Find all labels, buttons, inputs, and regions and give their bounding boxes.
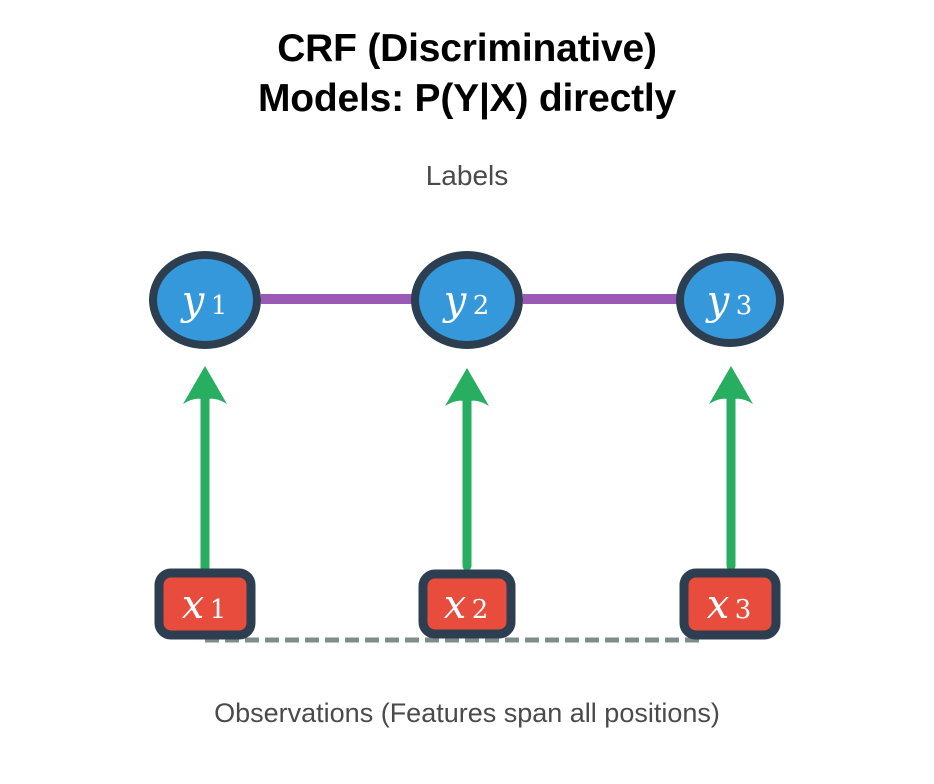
title-line-1: CRF (Discriminative) [277,27,657,70]
observation-node-x3-sub: 3 [735,595,752,625]
label-node-y2[interactable]: y 2 [411,251,523,349]
observation-node-x2-var: x [444,582,467,628]
feature-arrows [183,366,753,573]
feature-arrow-x1-y1 [183,366,227,573]
label-node-y1[interactable]: y 1 [149,251,261,349]
page-title: CRF (Discriminative) Models: P(Y|X) dire… [0,24,934,124]
label-node-y3[interactable]: y 3 [676,253,784,347]
label-node-y1-sub: 1 [211,291,228,321]
observation-node-x3[interactable]: x 3 [679,568,781,640]
observation-node-x2-sub: 2 [472,595,489,625]
label-node-y3-sub: 3 [736,291,753,321]
observation-node-x3-var: x [707,582,730,628]
observations-caption: Observations (Features span all position… [214,698,720,728]
feature-arrow-x2-y2 [445,368,489,571]
labels-caption: Labels [425,160,509,191]
observation-node-x1-sub: 1 [210,595,227,625]
feature-arrow-x3-y3 [709,366,753,571]
observation-node-x1[interactable]: x 1 [154,568,256,640]
label-node-y1-var: y [180,278,206,324]
observation-node-x1-var: x [182,582,205,628]
label-node-y3-var: y [705,278,731,324]
label-node-y2-sub: 2 [473,291,490,321]
title-line-2: Models: P(Y|X) directly [257,77,677,120]
observation-node-x2[interactable]: x 2 [418,569,516,639]
label-node-y2-var: y [442,278,468,324]
